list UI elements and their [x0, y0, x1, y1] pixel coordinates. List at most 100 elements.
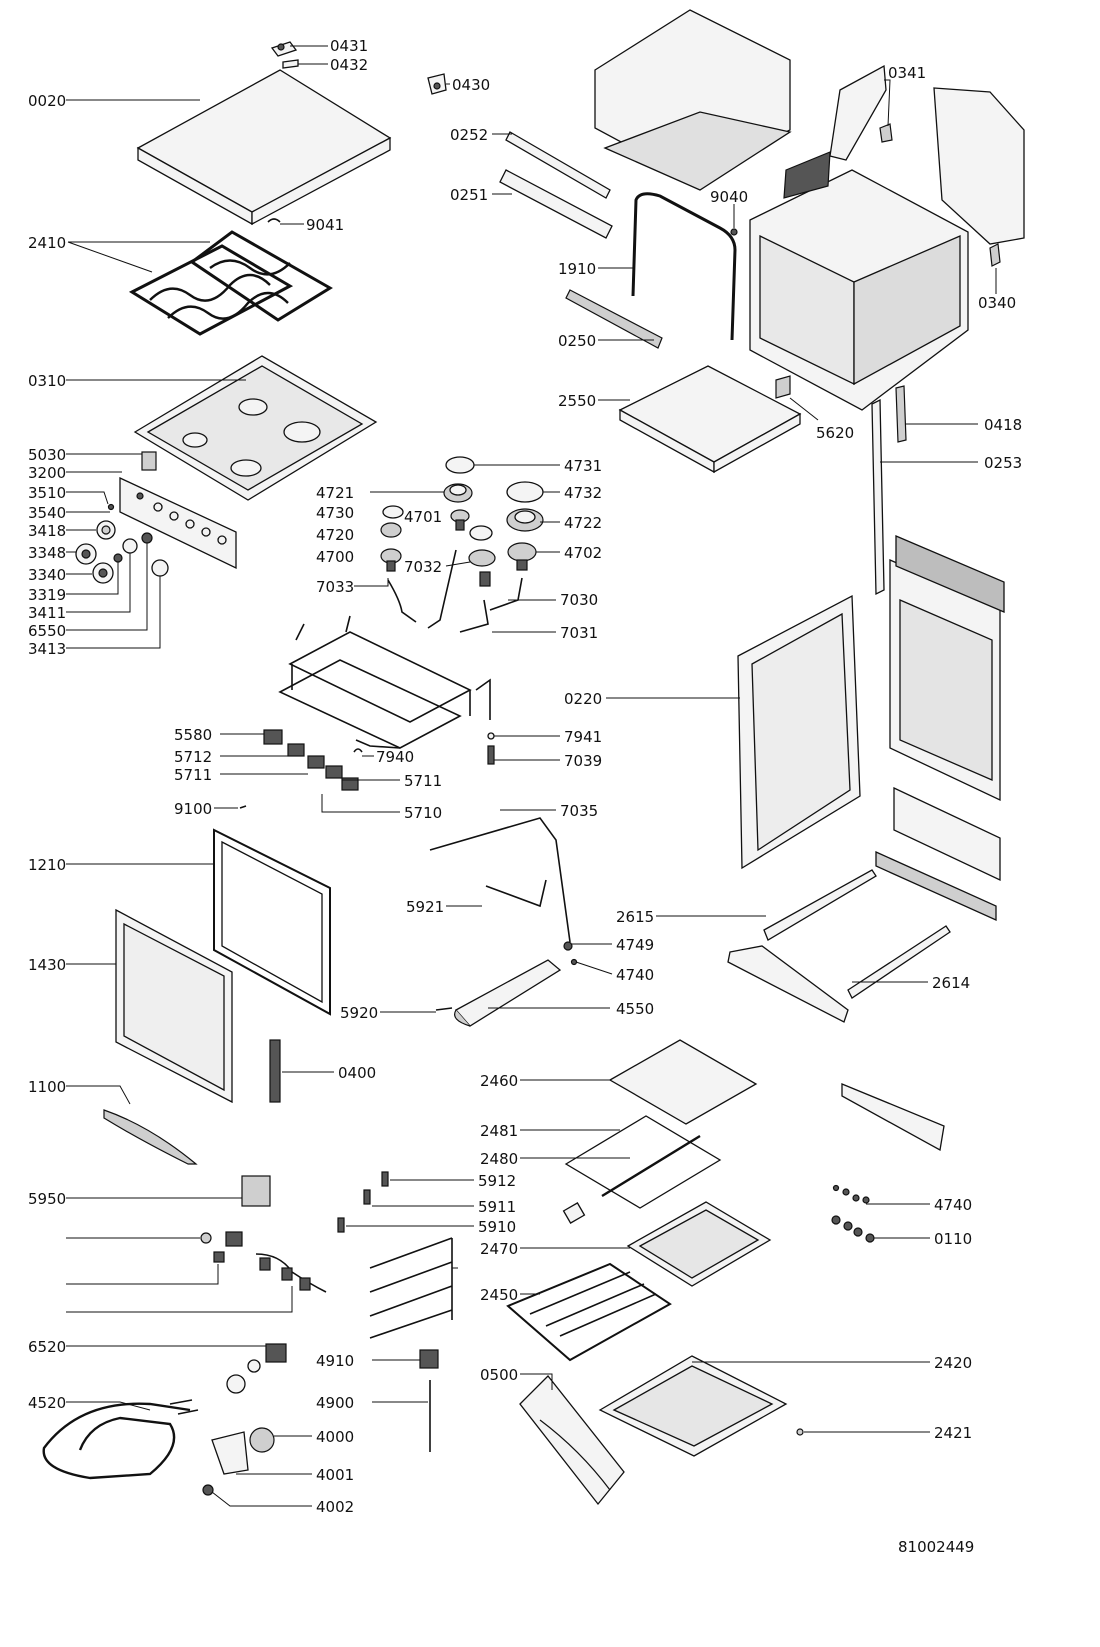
label-4900: 4900: [316, 1394, 354, 1412]
part-5920-wire: [435, 1007, 453, 1011]
part-5711-tap-b: [325, 765, 343, 779]
part-control-housing: [875, 786, 1001, 922]
label-7940: 7940: [376, 748, 414, 766]
part-wiring-cluster: [200, 1231, 327, 1293]
label-9041: 9041: [306, 216, 344, 234]
label-3340: 3340: [28, 566, 66, 584]
label-2614: 2614: [932, 974, 970, 992]
part-4731-cap: [445, 456, 475, 474]
label-4740-a: 4740: [616, 966, 654, 984]
part-6520-thermostat: [226, 1343, 287, 1394]
part-0341-screw: [879, 123, 893, 143]
part-4740-injectors: [832, 1184, 870, 1204]
label-3413: 3413: [28, 640, 66, 658]
label-5620: 5620: [816, 424, 854, 442]
label-7030: 7030: [560, 591, 598, 609]
label-2550: 2550: [558, 392, 596, 410]
part-4520-grill-element: [42, 1399, 199, 1480]
part-7035-pipe: [429, 817, 571, 943]
label-1910: 1910: [558, 260, 596, 278]
part-0500-drawer: [519, 1375, 625, 1506]
label-0432: 0432: [330, 56, 368, 74]
label-7035: 7035: [560, 802, 598, 820]
part-6550-spindle: [141, 532, 153, 544]
part-5620-bracket: [775, 375, 791, 399]
part-4721-burner: [443, 483, 473, 503]
part-2614-rail: [847, 925, 951, 999]
label-7032: 7032: [404, 558, 442, 576]
label-2615: 2615: [616, 908, 654, 926]
label-6520: 6520: [28, 1338, 66, 1356]
part-shelf-runners: [369, 1237, 453, 1339]
part-back-panel: [933, 87, 1025, 245]
part-0252-rail: [505, 131, 611, 199]
part-7032-pipe: [427, 549, 457, 629]
label-0431: 0431: [330, 37, 368, 55]
part-small-injector: [479, 571, 491, 587]
label-9100: 9100: [174, 800, 212, 818]
label-4520: 4520: [28, 1394, 66, 1412]
part-3418-knob: [96, 520, 116, 540]
part-4550-oven-burner: [454, 959, 562, 1027]
label-2420: 2420: [934, 1354, 972, 1372]
label-0020: 0020: [28, 92, 66, 110]
label-2421: 2421: [934, 1424, 972, 1442]
part-3340-knob: [92, 562, 114, 584]
part-3319-washer: [113, 553, 123, 563]
label-4002: 4002: [316, 1498, 354, 1516]
label-3510: 3510: [28, 484, 66, 502]
label-5030: 5030: [28, 446, 66, 464]
part-5580-tap: [263, 729, 283, 745]
label-5920: 5920: [340, 1004, 378, 1022]
label-2410: 2410: [28, 234, 66, 252]
part-0110-feet: [831, 1215, 875, 1243]
part-hob-frame: [278, 615, 491, 749]
label-4550: 4550: [616, 1000, 654, 1018]
label-0500: 0500: [480, 1366, 518, 1384]
part-4722-burner: [506, 508, 544, 532]
part-2421-clip: [796, 1428, 804, 1436]
part-5710-tap: [341, 777, 359, 791]
part-0432-pin: [282, 59, 299, 69]
part-3540-screw: [107, 503, 115, 511]
label-1210: 1210: [28, 856, 66, 874]
part-2410-pan-supports: [128, 230, 333, 336]
part-4740-injector: [570, 958, 578, 966]
leader-lines: [66, 45, 997, 1507]
label-4702: 4702: [564, 544, 602, 562]
part-labels: 0431 0432 0430 0020 9041 2410 0310 5030 …: [28, 37, 1022, 1556]
part-4720-burner: [380, 522, 402, 538]
part-0250-trim: [565, 289, 663, 349]
part-oven-hood: [594, 9, 792, 191]
label-5711-a: 5711: [174, 766, 212, 784]
label-0250: 0250: [558, 332, 596, 350]
label-9040: 9040: [710, 188, 748, 206]
part-0430-bracket: [427, 73, 447, 95]
label-5950: 5950: [28, 1190, 66, 1208]
part-0253-side-strip: [871, 398, 885, 596]
part-0431-hinge: [270, 41, 298, 57]
part-4002-nut: [202, 1484, 214, 1496]
label-5580: 5580: [174, 726, 212, 744]
label-3319: 3319: [28, 586, 66, 604]
label-5921: 5921: [406, 898, 444, 916]
label-4721: 4721: [316, 484, 354, 502]
part-4749-nut: [563, 941, 573, 951]
part-2420-deep-tray: [598, 1355, 788, 1457]
part-2460-plate: [608, 1039, 758, 1125]
label-5710: 5710: [404, 804, 442, 822]
label-4731: 4731: [564, 457, 602, 475]
part-4730-cap: [382, 505, 404, 519]
label-7941: 7941: [564, 728, 602, 746]
part-5030-ignition-switch: [141, 451, 157, 471]
label-0418: 0418: [984, 416, 1022, 434]
part-5950-switch: [241, 1175, 271, 1207]
part-3200-control-panel: [119, 476, 237, 570]
label-0220: 0220: [564, 690, 602, 708]
part-9041-clip: [267, 218, 281, 223]
label-0251: 0251: [450, 186, 488, 204]
label-0310: 0310: [28, 372, 66, 390]
label-2450: 2450: [480, 1286, 518, 1304]
part-extra-cap: [469, 525, 493, 541]
